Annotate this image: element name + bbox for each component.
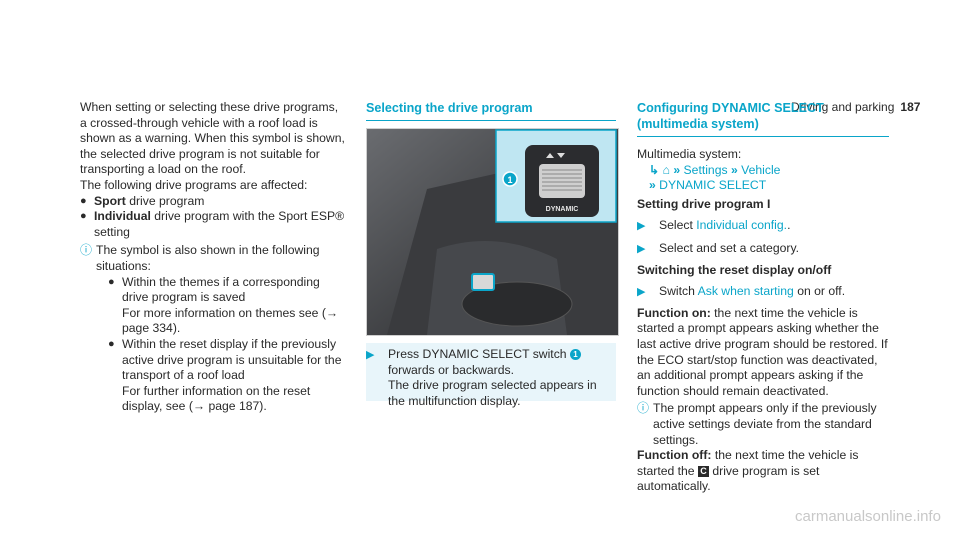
callout-number: 1 xyxy=(507,175,512,185)
sub-list: ● Within the themes if a corresponding d… xyxy=(80,275,348,415)
sub-more: For more information on themes see (→ pa… xyxy=(122,305,339,336)
intro-paragraph: When setting or selecting these drive pr… xyxy=(80,100,345,177)
callout-badge xyxy=(502,171,518,187)
action-note: The drive program selected appears in th… xyxy=(388,378,597,408)
double-arrow-icon: » xyxy=(673,162,681,177)
nav-path-2: » DYNAMIC SELECT xyxy=(637,178,889,194)
sub-text: Within the themes if a corresponding dri… xyxy=(122,274,320,305)
section-heading: Selecting the drive program xyxy=(366,100,616,121)
action-step: ▶ Press DYNAMIC SELECT switch 1 forwards… xyxy=(366,347,608,409)
function-off-text: drive program is set automatically. xyxy=(637,463,820,494)
action-arrow-icon: ▶ xyxy=(637,286,646,299)
action-text: Select and set a category. xyxy=(659,240,800,255)
action-step: ▶ Select Individual config.. xyxy=(637,218,889,235)
action-text: . xyxy=(787,218,791,233)
callout-badge-inline: 1 xyxy=(569,349,581,361)
bullet-icon: ● xyxy=(108,337,115,350)
bullet-icon: ● xyxy=(108,275,115,288)
function-off-label: Function off: xyxy=(637,448,712,463)
section-heading: Configuring DYNAMIC SELECT (multimedia s… xyxy=(637,100,889,137)
action-text: Switch xyxy=(659,284,698,299)
nav-dynamic-select: DYNAMIC SELECT xyxy=(659,178,767,193)
info-icon: ⓘ xyxy=(80,243,93,258)
bullet-icon: ● xyxy=(80,210,87,223)
list-item: ● Within the themes if a corresponding d… xyxy=(108,275,348,337)
info-note: ⓘ The prompt appears only if the previou… xyxy=(637,401,889,448)
switch-highlight xyxy=(471,273,495,291)
action-text: on or off. xyxy=(793,284,846,299)
bullet-text: drive program xyxy=(125,193,205,208)
info-text: The symbol is also shown in the followin… xyxy=(96,243,320,273)
dynamic-label: DYNAMIC xyxy=(546,206,579,213)
subheading-program: Setting drive program I xyxy=(637,196,771,211)
page-number: 187 xyxy=(900,100,921,114)
info-icon: ⓘ xyxy=(637,401,650,416)
action-arrow-icon: ▶ xyxy=(637,220,646,233)
column-middle: Selecting the drive program xyxy=(366,100,616,121)
list-item: ● Within the reset display if the previo… xyxy=(108,337,348,415)
function-off-paragraph: Function off: the next time the vehicle … xyxy=(637,448,889,495)
action-text: Press DYNAMIC SELECT switch xyxy=(388,347,567,361)
list-item: ● Individual drive program with the Spor… xyxy=(80,209,348,240)
link-ask-when-starting: Ask when starting xyxy=(697,284,794,299)
affected-paragraph: The following drive programs are affecte… xyxy=(80,177,308,192)
action-step: ▶ Select and set a category. xyxy=(637,241,889,258)
function-on-label: Function on: xyxy=(637,305,711,320)
bullet-bold: Sport xyxy=(94,193,126,208)
double-arrow-icon: » xyxy=(730,162,738,177)
column-right: Configuring DYNAMIC SELECT (multimedia s… xyxy=(637,100,889,495)
info-note: ⓘ The symbol is also shown in the follow… xyxy=(80,243,348,274)
selecting-instructions: ▶ Press DYNAMIC SELECT switch 1 forwards… xyxy=(366,343,616,409)
console-illustration: DYNAMIC 1 xyxy=(367,129,618,335)
bullet-bold: Individual xyxy=(94,209,151,224)
double-arrow-icon: » xyxy=(649,178,656,193)
dynamic-switch xyxy=(539,164,585,198)
bullet-text: drive program with the Sport ESP® settin… xyxy=(94,209,345,239)
action-text-rest: forwards or backwards. xyxy=(388,362,514,377)
system-label: Multimedia system: xyxy=(637,147,742,161)
column-left: When setting or selecting these drive pr… xyxy=(80,100,348,415)
sub-text: Within the reset display if the previous… xyxy=(122,336,342,383)
function-on-paragraph: Function on: the next time the vehicle i… xyxy=(637,306,889,400)
function-off-text: the next time the vehicle is started the xyxy=(637,448,859,478)
action-text: Select xyxy=(659,218,697,233)
home-icon: ⌂ xyxy=(662,162,670,177)
nav-path: ↳ ⌂ » Settings » Vehicle xyxy=(637,163,889,179)
link-individual-config: Individual config. xyxy=(696,218,788,233)
comfort-mode-icon: C xyxy=(697,465,709,477)
action-step: ▶ Switch Ask when starting on or off. xyxy=(637,284,889,301)
nav-settings: Settings xyxy=(683,162,728,177)
bullet-icon: ● xyxy=(80,194,87,207)
list-item: ● Sport drive program xyxy=(80,194,348,210)
running-header: Driving and parking 187 xyxy=(791,100,921,116)
action-arrow-icon: ▶ xyxy=(637,242,646,255)
watermark-logo: carmanualsonline.info xyxy=(795,508,941,525)
return-arrow-icon: ↳ xyxy=(649,162,660,177)
info-text: The prompt appears only if the previousl… xyxy=(653,401,877,447)
subheading-reset: Switching the reset display on/off xyxy=(637,262,832,277)
sub-more: For further information on the reset dis… xyxy=(122,383,311,414)
action-arrow-icon: ▶ xyxy=(366,349,375,361)
nav-vehicle: Vehicle xyxy=(741,162,781,177)
section-title: Driving and parking xyxy=(791,100,895,114)
console-figure: DYNAMIC 1 xyxy=(366,128,619,336)
function-on-text: the next time the vehicle is started a p… xyxy=(637,305,888,398)
